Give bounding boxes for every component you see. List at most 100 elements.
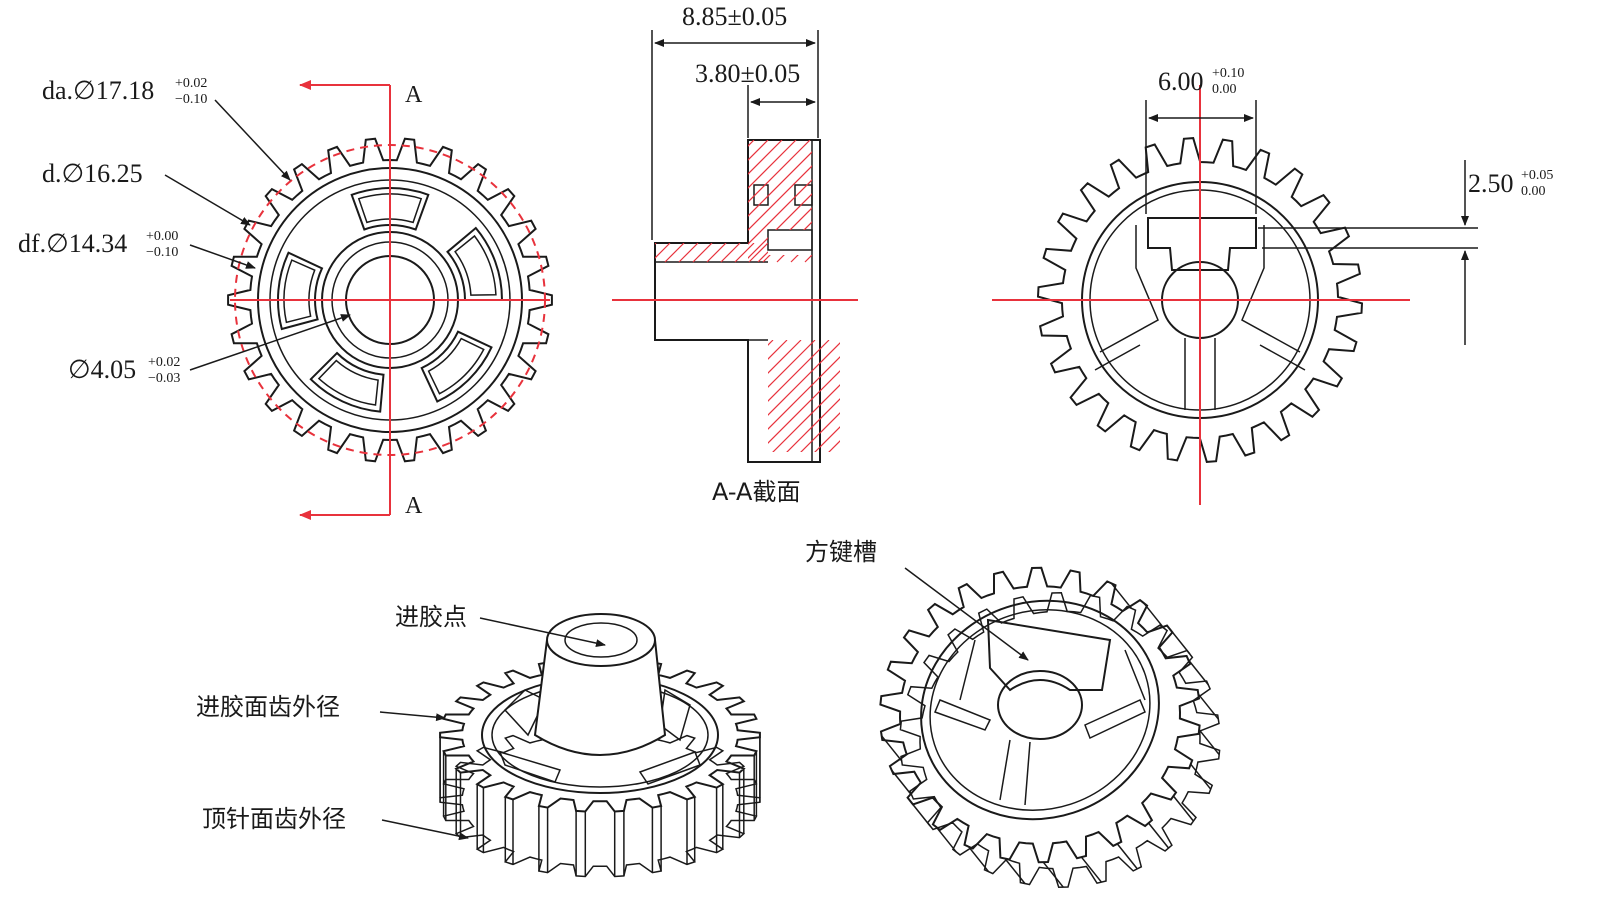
- hatch-line: [861, 243, 880, 262]
- iso-left-top-teeth: [439, 657, 761, 813]
- hatch-line: [720, 243, 741, 263]
- lightening-windows: [277, 187, 504, 413]
- tol-df-lower: −0.10: [146, 245, 178, 260]
- square-keyway: [1147, 217, 1257, 271]
- hatch-line: [455, 243, 474, 262]
- hatch-line: [497, 340, 619, 462]
- iso-left-window-4: [638, 751, 701, 785]
- leader-gate-face: [379, 711, 446, 722]
- leader-da: [214, 99, 291, 181]
- section-mark-top: A: [405, 82, 423, 108]
- hatch-line: [748, 140, 812, 262]
- iso-view-gate-side: 进胶点 进胶面齿外径 顶针面齿外径: [196, 603, 761, 878]
- window-inner-5: [283, 259, 316, 324]
- tooth-edge: [968, 846, 990, 873]
- hatch-line: [483, 340, 605, 462]
- tol-da-upper: +0.02: [175, 76, 207, 91]
- hatch-bottom: [483, 340, 1067, 462]
- iso-left-hub: [533, 639, 667, 756]
- hatch-line: [623, 243, 642, 262]
- hatch-line: [748, 340, 840, 452]
- hatch-line: [847, 243, 866, 262]
- hatch-line: [814, 140, 936, 262]
- dim-key-depth: 2.50: [1468, 169, 1514, 198]
- iso-right-back-teeth: [899, 592, 1221, 888]
- hatch-line: [804, 340, 840, 452]
- iso-left-bottom-teeth: [439, 722, 761, 878]
- tooth-edge: [1042, 861, 1064, 888]
- front-gear-outline: [227, 137, 553, 463]
- hatch-line: [655, 340, 690, 452]
- tol-bore-upper: +0.02: [148, 355, 180, 370]
- back-rib-3: [1184, 338, 1216, 410]
- hatch-line: [655, 340, 774, 452]
- hatch-line: [748, 140, 812, 262]
- dim-d: d.∅16.25: [42, 159, 143, 188]
- window-inner-3: [427, 337, 485, 395]
- hatch-line: [833, 243, 852, 262]
- hatch-line: [940, 140, 1062, 262]
- hatch-line: [861, 340, 983, 462]
- front-view-gear: A A da.∅17.18 +0.02 −0.10 d.∅16.25 df.∅1…: [18, 76, 553, 520]
- hatch-line: [748, 140, 797, 262]
- window-1: [350, 187, 430, 231]
- hatch-line: [748, 140, 811, 262]
- dim-bore: ∅4.05: [68, 355, 136, 384]
- hatch-line: [748, 243, 769, 263]
- dim-da: da.∅17.18: [42, 76, 154, 105]
- hatch-line: [889, 340, 1011, 462]
- hatch-line: [945, 243, 964, 262]
- tooth-edge: [1004, 858, 1026, 885]
- tol-key-width-lower: 0.00: [1212, 82, 1237, 97]
- hatch-line: [945, 340, 1067, 462]
- hatch-line: [655, 340, 760, 452]
- hatch-line: [692, 243, 713, 263]
- hatch-line: [595, 243, 614, 262]
- hatch-flange-top: [748, 140, 1062, 262]
- hatch-line: [903, 243, 922, 262]
- hatch-line: [776, 340, 840, 452]
- hatch-line: [655, 340, 676, 452]
- iso-right-rim-inner: [929, 609, 1151, 811]
- hatch-top: [455, 243, 964, 263]
- section-caption: A-A截面: [712, 478, 800, 506]
- hatch-line: [734, 243, 755, 263]
- window-4: [309, 351, 385, 413]
- tooth-edge: [935, 826, 957, 853]
- window-inner-2: [454, 234, 497, 296]
- tol-df-upper: +0.00: [146, 229, 178, 244]
- hatch-line: [842, 140, 964, 262]
- leader-df: [189, 244, 256, 269]
- tooth-edge: [1187, 659, 1209, 686]
- hatch-line: [655, 243, 657, 263]
- dim-overall-width: 8.85±0.05: [682, 2, 787, 31]
- hatch-line: [655, 243, 671, 263]
- hatch-line: [926, 140, 1048, 262]
- hatch-line: [804, 243, 812, 263]
- section-mark-bottom: A: [405, 493, 423, 519]
- iso-right-keyway: [986, 618, 1112, 692]
- iso-right-rib-2: [1084, 698, 1146, 740]
- hatch-line: [655, 340, 662, 452]
- iso-right-front-teeth: [879, 566, 1201, 864]
- window-3: [420, 330, 493, 403]
- hatch-line: [875, 243, 894, 262]
- hatch-line: [581, 243, 600, 262]
- hatch-line: [917, 340, 1039, 462]
- dim-df: df.∅14.34: [18, 229, 127, 258]
- hatch-line: [567, 243, 586, 262]
- tol-key-depth-lower: 0.00: [1521, 184, 1546, 199]
- hatch-line: [903, 340, 1025, 462]
- window-inner-4: [317, 359, 379, 406]
- tooth-edge: [1197, 693, 1219, 720]
- hatch-line: [799, 140, 812, 262]
- dim-flange-width: 3.80±0.05: [695, 59, 800, 88]
- dim-key-width: 6.00: [1158, 67, 1204, 96]
- hatch-line: [889, 243, 908, 262]
- hatch-line: [762, 340, 840, 452]
- rib-notch-left: [753, 184, 769, 206]
- hatch-line: [511, 340, 633, 462]
- hatch-line: [525, 340, 647, 462]
- hatch-line: [655, 340, 746, 452]
